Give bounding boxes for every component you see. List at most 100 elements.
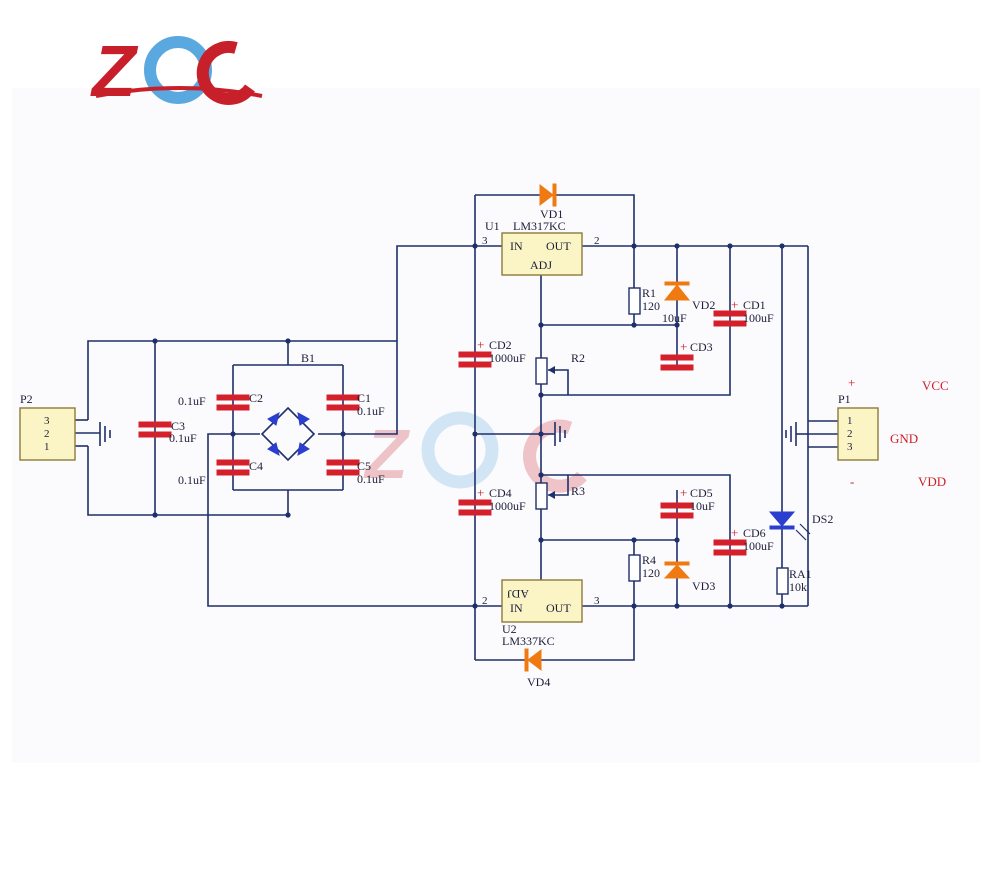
vdd-label: VDD (918, 474, 946, 489)
c1-ref: C1 (357, 391, 371, 405)
u1-pin-out: 2 (594, 235, 600, 247)
svg-text:Z: Z (363, 415, 410, 493)
u1-in: IN (510, 239, 523, 253)
diode-vd4: VD4 (524, 648, 550, 689)
logo-swoosh (95, 86, 263, 98)
cd3-ref: CD3 (690, 340, 713, 354)
capacitor-c1: C1 0.1uF (326, 391, 385, 418)
c3-ref: C3 (171, 419, 185, 433)
c5-value: 0.1uF (357, 472, 385, 486)
u1-out: OUT (546, 239, 571, 253)
ds2-ref: DS2 (812, 512, 833, 526)
cd4-ref: CD4 (489, 486, 512, 500)
diode-vd3: VD3 (663, 561, 715, 593)
c5-ref: C5 (357, 459, 371, 473)
p2-pin-1: 1 (44, 441, 50, 453)
svg-text:+: + (680, 339, 687, 354)
c2-ref: C2 (249, 391, 263, 405)
capacitor-cd2: + CD2 1000uF (458, 337, 526, 368)
capacitor-cd4: + CD4 1000uF (458, 485, 526, 516)
ra1-value: 10k (789, 580, 807, 594)
r1-ref: R1 (642, 286, 656, 300)
p1-pin-3: 3 (847, 441, 853, 453)
u2-adj: ADJ (507, 587, 529, 601)
connector-p1: P1 1 2 3 (837, 392, 879, 461)
vd2-ref: VD2 (692, 298, 715, 312)
junction-nodes (152, 243, 785, 609)
c1-value: 0.1uF (357, 404, 385, 418)
capacitor-cd6: + CD6 100uF (713, 525, 774, 556)
cd6-ref: CD6 (743, 526, 766, 540)
capacitor-c2: C2 0.1uF (178, 391, 263, 411)
schematic-sheet (12, 88, 980, 763)
resistor-ra1: RA1 10k (776, 567, 812, 595)
resistor-r1: R1 120 (628, 286, 660, 315)
p2-pin-3: 3 (44, 415, 50, 427)
u2-pin-out: 3 (594, 595, 600, 607)
cd5-value: 10uF (690, 499, 715, 513)
p1-pin-2: 2 (847, 428, 853, 440)
svg-text:+: + (680, 485, 687, 500)
u2-ref: U2 (502, 622, 517, 636)
u1-pin-in: 3 (482, 235, 488, 247)
cd2-ref: CD2 (489, 338, 512, 352)
cd5-ref: CD5 (690, 486, 713, 500)
u2-out: OUT (546, 601, 571, 615)
diode-vd2: VD2 (663, 281, 715, 312)
c3-value: 0.1uF (169, 431, 197, 445)
connector-p2: P2 3 2 1 (19, 392, 76, 461)
svg-text:+: + (731, 297, 738, 312)
led-ds2: DS2 (768, 511, 833, 541)
cd6-value: 100uF (743, 539, 774, 553)
capacitor-cd5: + CD5 10uF (660, 485, 715, 519)
u2-in: IN (510, 601, 523, 615)
u1-part: LM317KC (513, 219, 566, 233)
ra1-ref: RA1 (789, 567, 812, 581)
c4-ref: C4 (249, 459, 263, 473)
gnd-label: GND (890, 431, 918, 446)
cd2-value: 1000uF (489, 351, 526, 365)
vd1-ref: VD1 (540, 207, 563, 221)
svg-text:+: + (731, 525, 738, 540)
logo-letter-c (196, 41, 255, 105)
cd1-ref: CD1 (743, 298, 766, 312)
capacitor-c5: C5 0.1uF (326, 459, 385, 486)
bridge-rectifier-b1: B1 (260, 351, 316, 462)
r3-ref: R3 (571, 484, 585, 498)
ground-symbol-right (785, 422, 808, 446)
c4-value: 0.1uF (178, 473, 206, 487)
vcc-label: VCC (922, 378, 949, 393)
b1-ref: B1 (301, 351, 315, 365)
svg-text:+: + (477, 485, 484, 500)
resistor-r4: R4 120 (628, 553, 660, 582)
diode-vd1: VD1 (539, 183, 563, 221)
minus-sign: - (850, 474, 854, 489)
potentiometer-r3: R3 (535, 482, 585, 510)
plus-sign: + (848, 375, 855, 390)
c2-value: 0.1uF (178, 394, 206, 408)
logo-letter-z: Z (90, 32, 139, 112)
p2-pin-2: 2 (44, 428, 50, 440)
capacitor-c4: C4 0.1uF (178, 459, 263, 487)
wires (75, 194, 838, 661)
ground-symbol-center (541, 422, 566, 446)
u1-ref: U1 (485, 219, 500, 233)
cd4-value: 1000uF (489, 499, 526, 513)
vd4-ref: VD4 (527, 675, 550, 689)
regulator-u1: U1 LM317KC IN OUT ADJ 3 2 (482, 219, 600, 276)
watermark-logo: Z (363, 411, 587, 493)
ground-symbol-left (99, 422, 111, 446)
rail-labels: + VCC GND - VDD (848, 375, 949, 489)
svg-text:+: + (477, 337, 484, 352)
cd3-value: 10uF (662, 311, 687, 325)
capacitor-c3: C3 0.1uF (138, 419, 197, 445)
capacitor-cd1: + CD1 100uF (713, 297, 774, 327)
r4-value: 120 (642, 566, 660, 580)
zqc-logo: Z (90, 32, 263, 112)
r2-ref: R2 (571, 351, 585, 365)
r1-value: 120 (642, 299, 660, 313)
u1-adj: ADJ (530, 258, 552, 272)
p1-ref: P1 (838, 392, 851, 406)
